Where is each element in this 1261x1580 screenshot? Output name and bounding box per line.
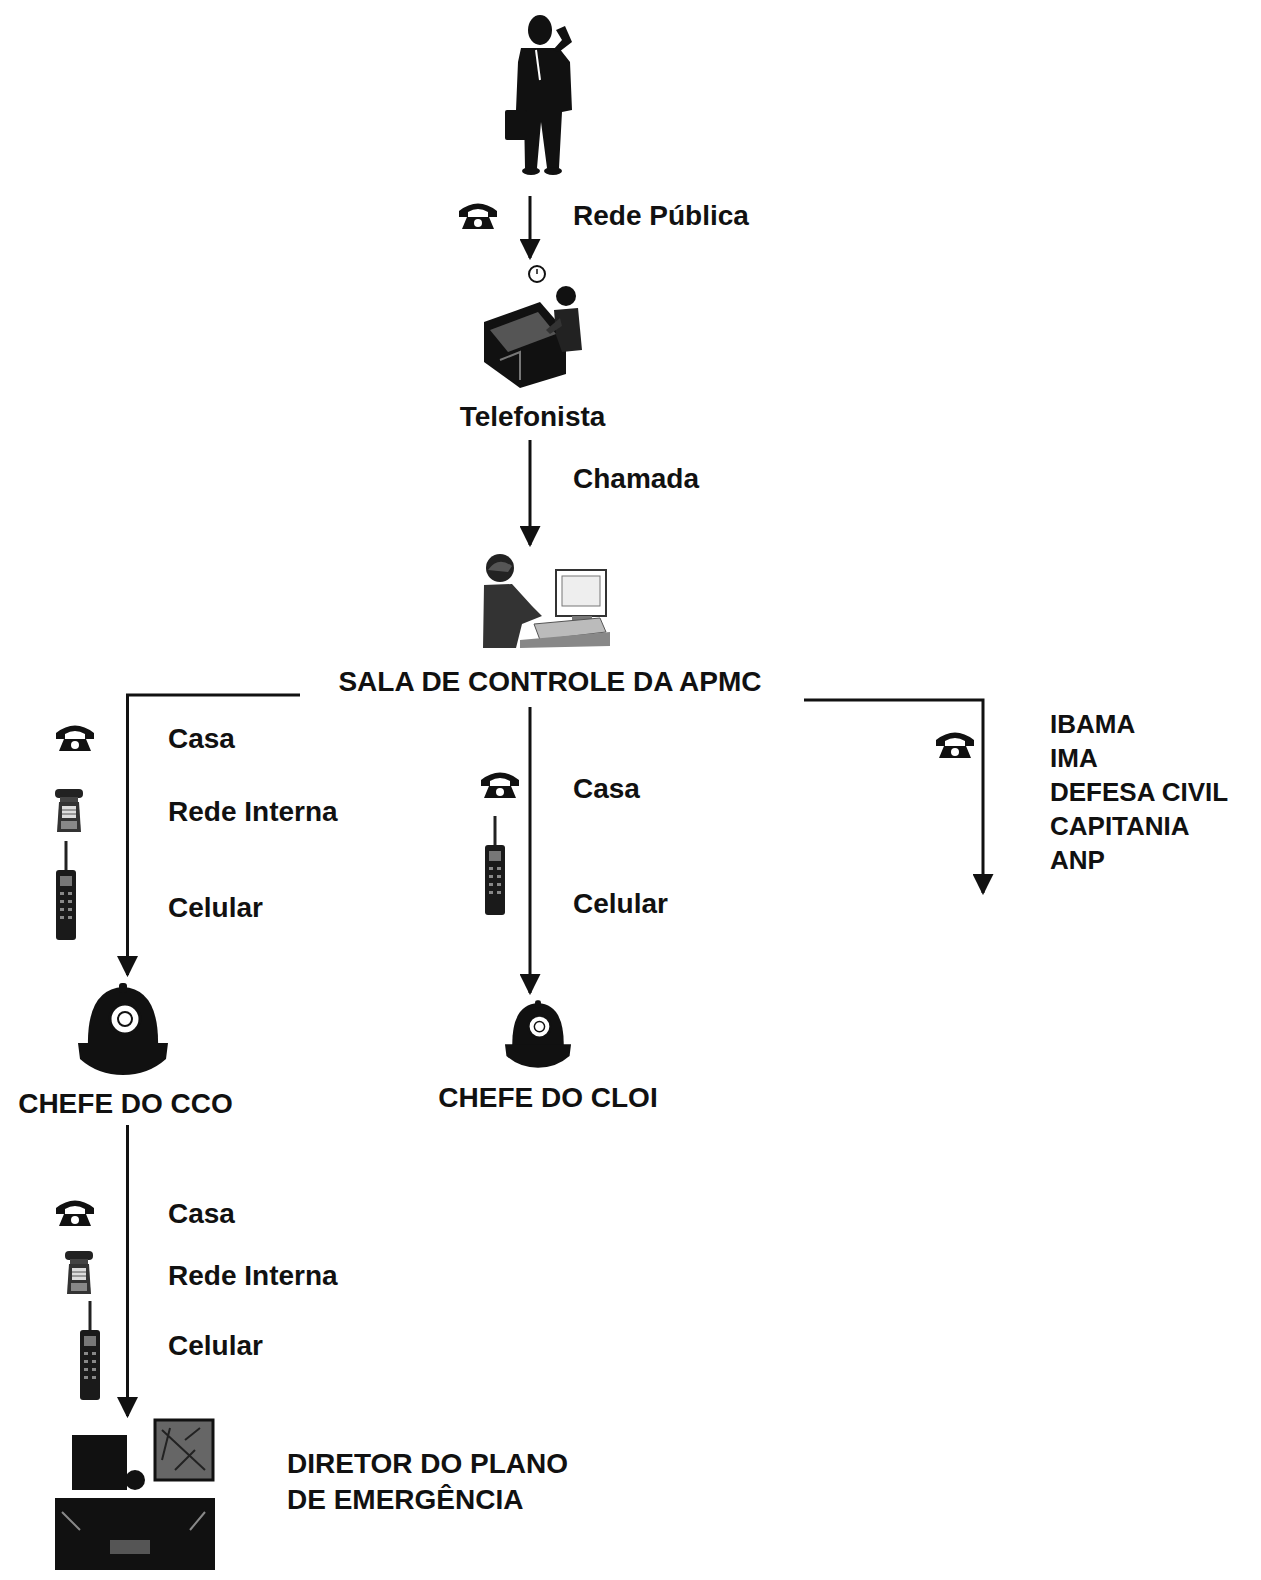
node-label: SALA DE CONTROLE DA APMC [300, 665, 800, 699]
node-label: CHEFE DO CCO [8, 1087, 243, 1121]
node-label: Telefonista [440, 400, 625, 434]
channel-label: Rede Interna [168, 1259, 338, 1293]
node-text-group: CHEFE DO CLOI [428, 1081, 668, 1115]
channel-label: Celular [573, 887, 668, 921]
flow-arrow [126, 1125, 129, 1416]
channel-label: Casa [168, 722, 235, 756]
node-label: DIRETOR DO PLANO DE EMERGÊNCIA [287, 1446, 595, 1518]
helmet-icon [78, 983, 168, 1075]
control-room-figure [483, 554, 610, 648]
node-text-group: SALA DE CONTROLE DA APMC [300, 665, 800, 699]
desk-phone-icon [55, 789, 83, 832]
helmet-icon [505, 1000, 571, 1067]
cell-phone-icon [80, 1301, 100, 1400]
public-line-arrow [529, 196, 532, 258]
actor-node: CHEFE DO CLOI [428, 993, 672, 1119]
desk-phone-icon [65, 1251, 93, 1294]
actor-node: Telefonista [440, 262, 629, 440]
channel-label: Rede Pública [573, 199, 749, 233]
cell-phone-icon [485, 816, 505, 915]
actor-node: SALA DE CONTROLE DA APMC [300, 545, 804, 707]
node-label: CHEFE DO CLOI [428, 1081, 668, 1115]
actor-node: CHEFE DO CCO [8, 975, 247, 1125]
phone-icon [481, 773, 519, 799]
edge-label: Chamada [573, 462, 699, 496]
caller-figure [505, 15, 572, 175]
node-label: ANP [1050, 843, 1250, 877]
phone-icon [56, 1201, 94, 1227]
channel-label: Celular [168, 1329, 263, 1363]
flow-arrow [128, 695, 301, 975]
node-text-group: CHEFE DO CCO [8, 1087, 243, 1121]
flow-arrow [529, 440, 532, 545]
channel-label: Casa [573, 772, 640, 806]
node-text-group: Telefonista [440, 400, 625, 434]
director-figure [55, 1420, 215, 1570]
phone-icon [459, 204, 497, 230]
flow-arrow [804, 700, 983, 893]
actor-node: DIRETOR DO PLANO DE EMERGÊNCIA [48, 1416, 599, 1570]
actor-node: IBAMAIMADEFESA CIVILCAPITANIAANP [975, 703, 1255, 893]
node-label: CAPITANIA [1050, 809, 1250, 843]
node-label: IMA [1050, 741, 1250, 775]
phone-icon [936, 733, 974, 759]
phone-icon [56, 726, 94, 752]
operator-figure [484, 266, 582, 388]
flow-arrow [529, 707, 532, 993]
node-text-group: IBAMAIMADEFESA CIVILCAPITANIAANP [1050, 707, 1250, 877]
node-label: DEFESA CIVIL [1050, 775, 1250, 809]
channel-label: Rede Interna [168, 795, 338, 829]
channel-label: Celular [168, 891, 263, 925]
channel-label: Casa [168, 1197, 235, 1231]
node-label: IBAMA [1050, 707, 1250, 741]
node-text-group: DIRETOR DO PLANO DE EMERGÊNCIA [287, 1446, 595, 1518]
cell-phone-icon [56, 841, 76, 940]
